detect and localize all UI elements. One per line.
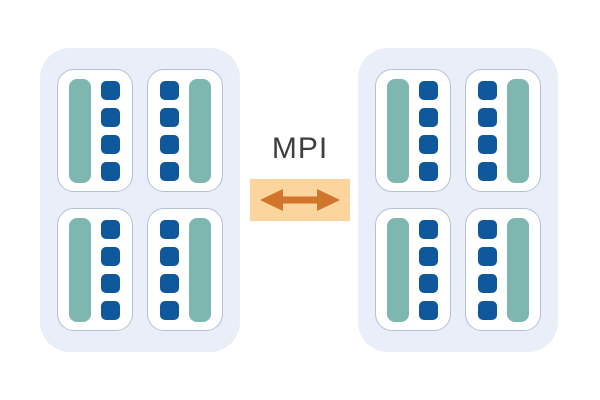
core (478, 134, 497, 154)
core (101, 80, 120, 100)
core-column (160, 80, 179, 181)
socket-bar (507, 217, 529, 322)
core-column (419, 80, 438, 181)
core-column (478, 219, 497, 320)
core (478, 273, 497, 293)
core (101, 107, 120, 127)
core-column (101, 80, 120, 181)
socket (57, 69, 133, 192)
core (160, 300, 179, 320)
core (478, 219, 497, 239)
core (160, 80, 179, 100)
core (101, 246, 120, 266)
core (160, 219, 179, 239)
socket-bar (507, 78, 529, 183)
core-column (419, 219, 438, 320)
core (478, 80, 497, 100)
core (419, 246, 438, 266)
socket (147, 208, 223, 331)
core (101, 273, 120, 293)
core (101, 134, 120, 154)
socket (375, 69, 451, 192)
socket (57, 208, 133, 331)
socket (465, 69, 541, 192)
socket-bar (189, 217, 211, 322)
core-column (160, 219, 179, 320)
core (101, 219, 120, 239)
core (419, 107, 438, 127)
core (419, 219, 438, 239)
double-arrow-icon (260, 189, 340, 211)
socket-bar (69, 217, 91, 322)
mpi-label: MPI (271, 132, 329, 165)
core (419, 300, 438, 320)
core (419, 273, 438, 293)
socket-bar (69, 78, 91, 183)
core (478, 246, 497, 266)
node-left (40, 48, 240, 352)
core (160, 107, 179, 127)
socket-bar (387, 78, 409, 183)
core-column (101, 219, 120, 320)
core (478, 161, 497, 181)
socket (465, 208, 541, 331)
core (419, 161, 438, 181)
core (419, 80, 438, 100)
core (419, 134, 438, 154)
socket (147, 69, 223, 192)
socket (375, 208, 451, 331)
socket-bar (189, 78, 211, 183)
core (478, 300, 497, 320)
core (160, 246, 179, 266)
mpi-band (250, 179, 350, 221)
node-right (358, 48, 558, 352)
core (160, 273, 179, 293)
socket-bar (387, 217, 409, 322)
core (101, 300, 120, 320)
core-column (478, 80, 497, 181)
core (160, 134, 179, 154)
core (478, 107, 497, 127)
core (160, 161, 179, 181)
core (101, 161, 120, 181)
